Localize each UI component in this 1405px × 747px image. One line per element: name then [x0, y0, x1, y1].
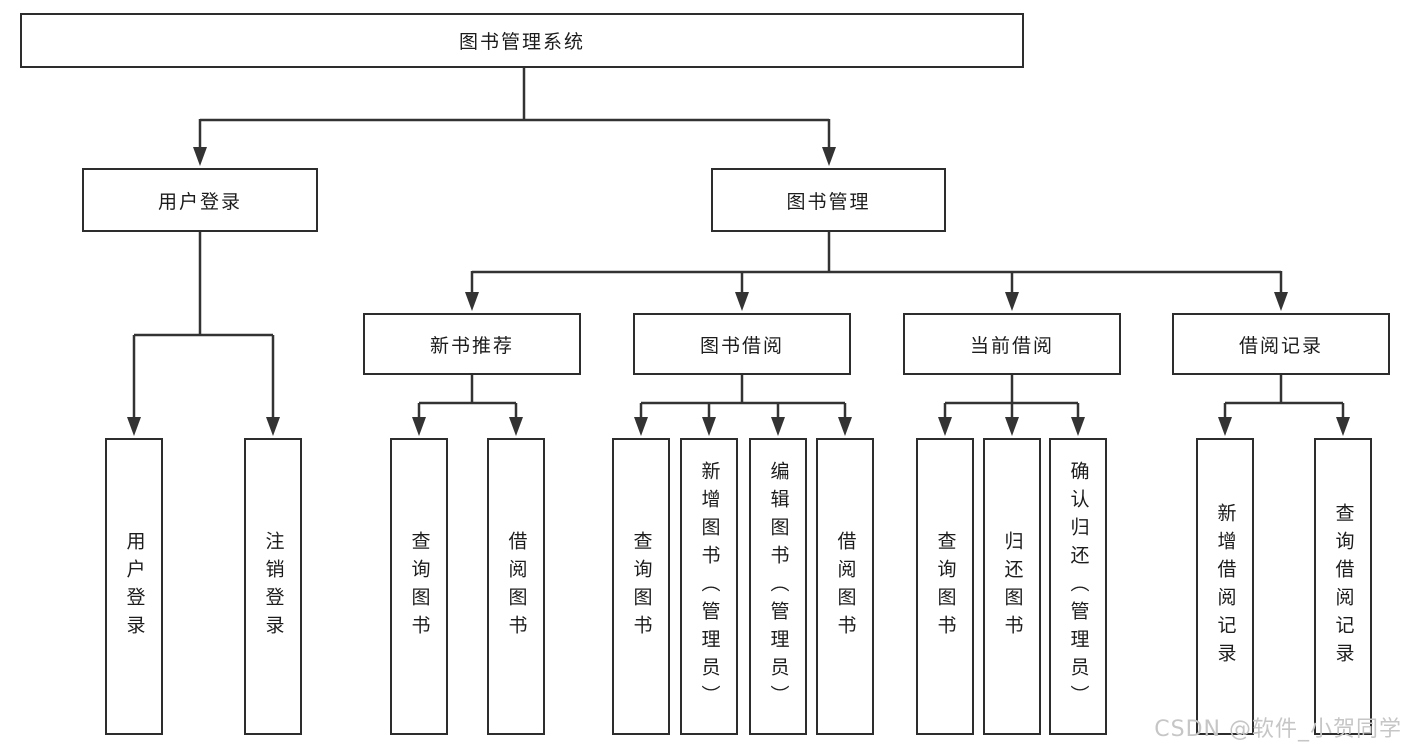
leaf-add-borrow-record: 新增借阅记录: [1196, 438, 1254, 735]
leaf-borrow-books-borrow-label: 借阅图书: [834, 530, 857, 643]
leaf-query-books-newrec: 查询图书: [390, 438, 448, 735]
csdn-watermark: CSDN @软件_小贺同学: [1154, 717, 1402, 742]
node-new-book-recommendation: 新书推荐: [363, 313, 581, 375]
leaf-logout-label: 注销登录: [262, 530, 285, 643]
connector-currentborrow-to-leaves: [938, 375, 1085, 436]
leaf-borrow-books-newrec: 借阅图书: [487, 438, 545, 735]
leaf-query-books-borrow: 查询图书: [612, 438, 670, 735]
node-book-borrowing: 图书借阅: [633, 313, 851, 375]
leaf-add-book-admin: 新增图书（管理员）: [680, 438, 738, 735]
leaf-add-book-admin-label: 新增图书（管理员）: [698, 460, 721, 713]
leaf-return-book-label: 归还图书: [1001, 530, 1024, 643]
leaf-query-borrow-record: 查询借阅记录: [1314, 438, 1372, 735]
connector-bookmgmt-to-level3: [465, 232, 1288, 311]
leaf-confirm-return-admin-label: 确认归还（管理员）: [1067, 460, 1090, 713]
leaf-return-book: 归还图书: [983, 438, 1041, 735]
leaf-confirm-return-admin: 确认归还（管理员）: [1049, 438, 1107, 735]
connector-userlogin-to-leaves: [127, 232, 280, 436]
node-user-login: 用户登录: [82, 168, 318, 232]
leaf-edit-book-admin: 编辑图书（管理员）: [749, 438, 807, 735]
leaf-borrow-books-borrow: 借阅图书: [816, 438, 874, 735]
leaf-query-borrow-record-label: 查询借阅记录: [1332, 502, 1355, 671]
leaf-user-login-label: 用户登录: [123, 530, 146, 643]
leaf-add-borrow-record-label: 新增借阅记录: [1214, 502, 1237, 671]
connector-bookborrow-to-leaves: [634, 375, 852, 436]
leaf-edit-book-admin-label: 编辑图书（管理员）: [767, 460, 790, 713]
leaf-query-books-current: 查询图书: [916, 438, 974, 735]
leaf-query-books-borrow-label: 查询图书: [630, 530, 653, 643]
connector-borrowrecords-to-leaves: [1218, 375, 1350, 436]
node-library-management-system: 图书管理系统: [20, 13, 1024, 68]
leaf-user-login: 用户登录: [105, 438, 163, 735]
node-current-borrowing: 当前借阅: [903, 313, 1121, 375]
leaf-logout: 注销登录: [244, 438, 302, 735]
leaf-query-books-current-label: 查询图书: [934, 530, 957, 643]
leaf-query-books-newrec-label: 查询图书: [408, 530, 431, 643]
leaf-borrow-books-newrec-label: 借阅图书: [505, 530, 528, 643]
node-book-management: 图书管理: [711, 168, 946, 232]
node-borrowing-records: 借阅记录: [1172, 313, 1390, 375]
connector-root-to-level2: [193, 68, 836, 166]
connector-newbookrec-to-leaves: [412, 375, 523, 436]
